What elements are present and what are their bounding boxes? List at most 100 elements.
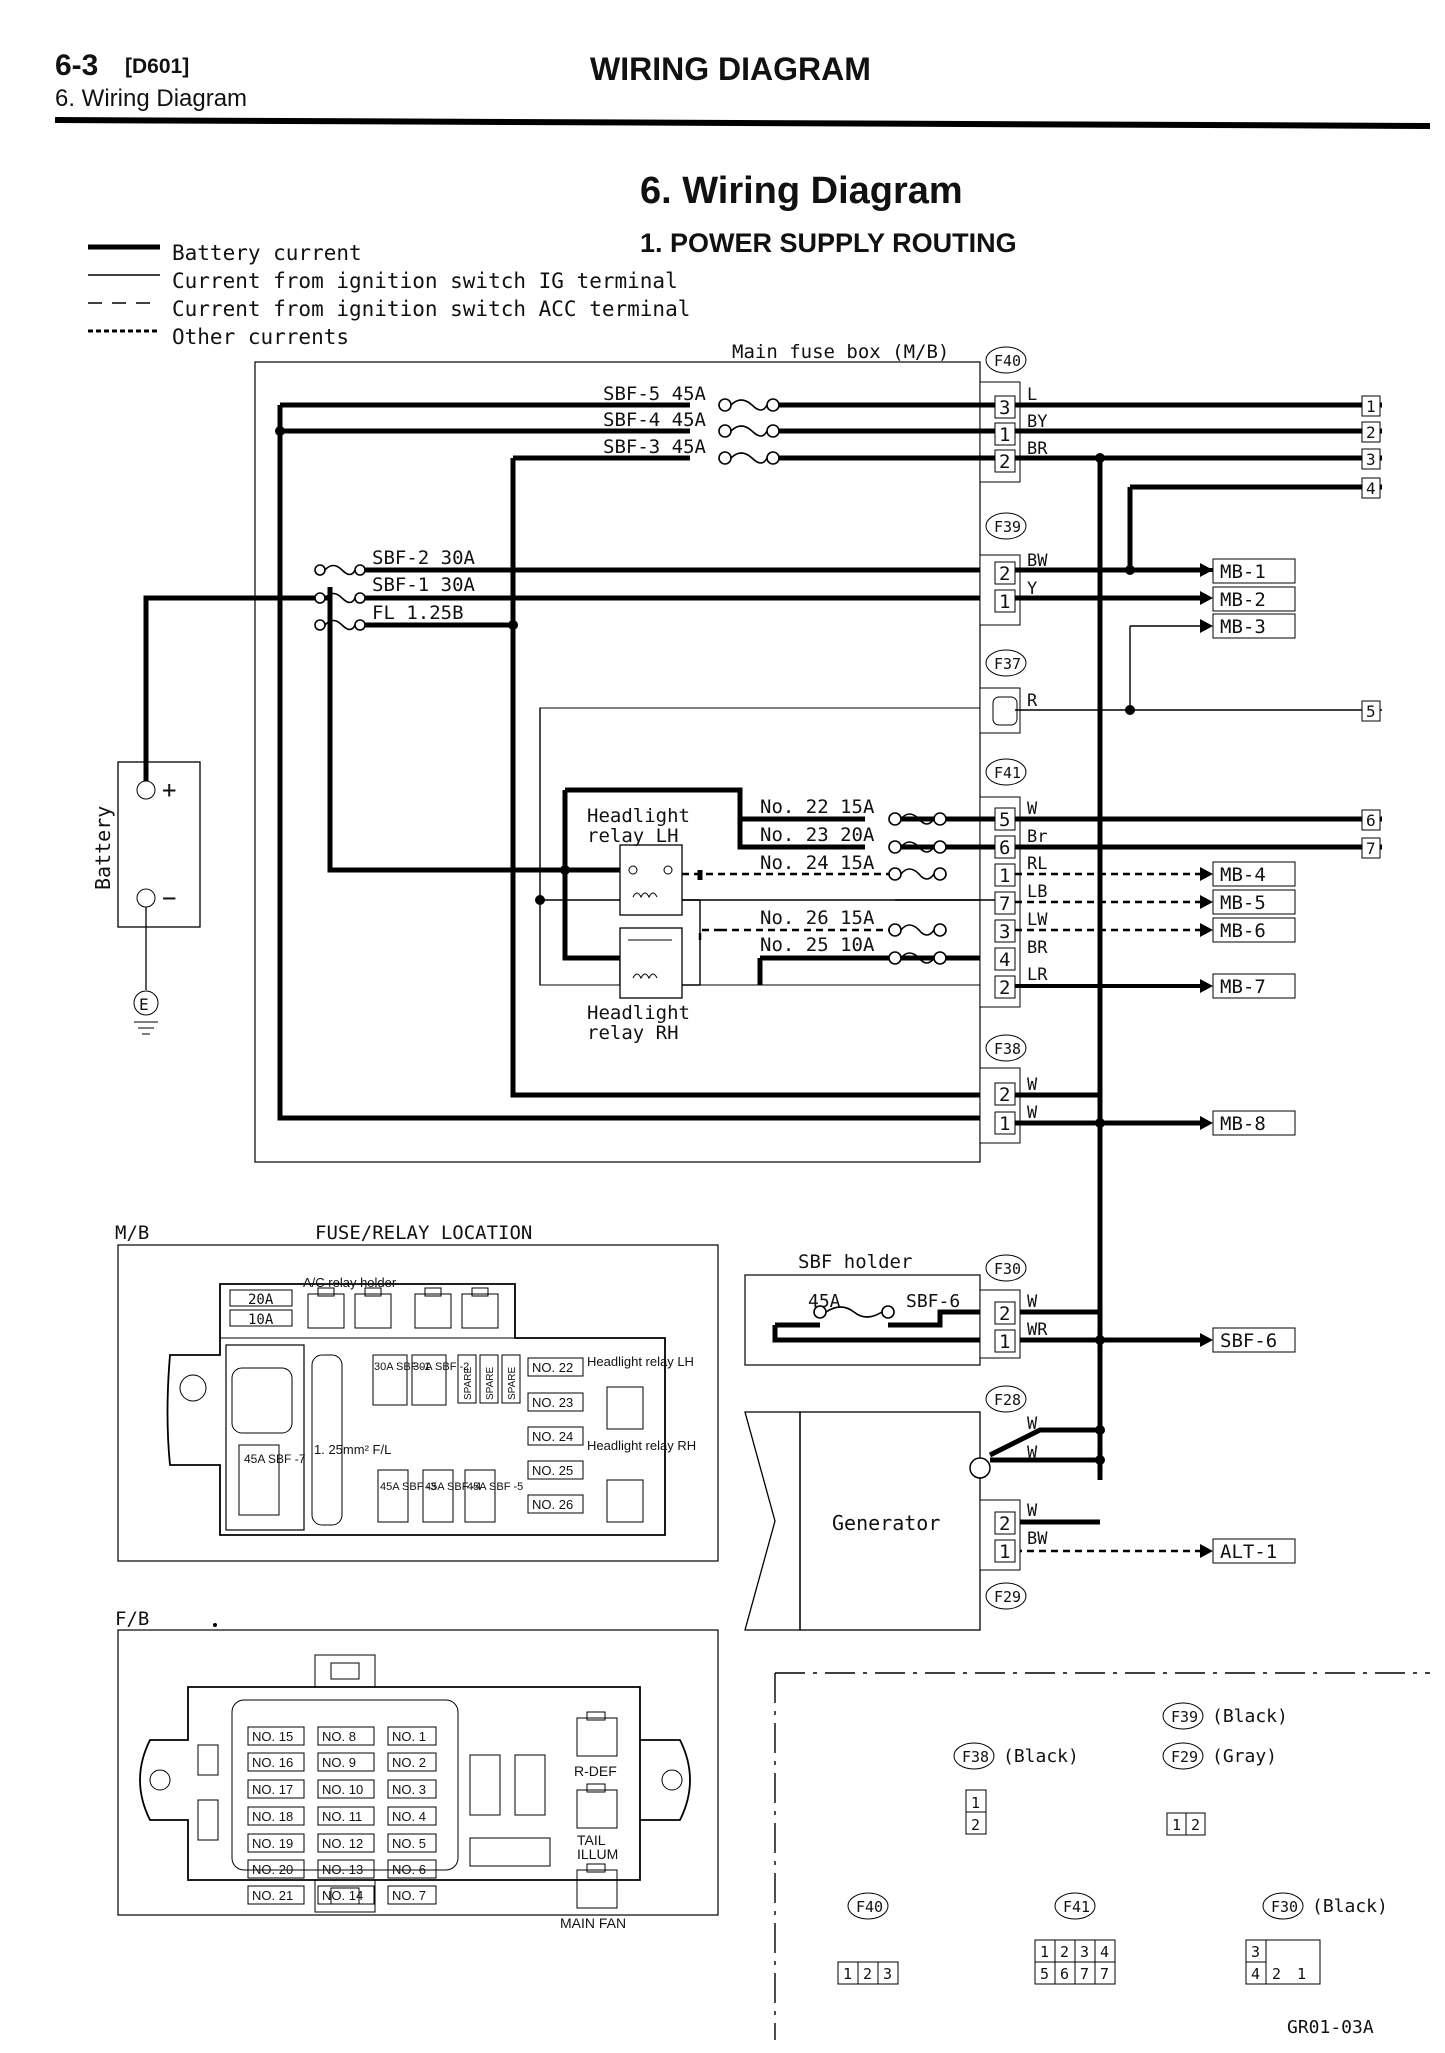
fb-no4: NO. 4 bbox=[392, 1809, 426, 1824]
view-tag-f30: F30 bbox=[1271, 1898, 1298, 1916]
fuse-symbols bbox=[314, 398, 947, 1319]
mb-no25: NO. 25 bbox=[532, 1463, 573, 1478]
wc-f41-lb: LB bbox=[1027, 882, 1047, 902]
battery-positive-terminal bbox=[136, 780, 156, 800]
view-f41-pin5: 5 bbox=[1040, 1965, 1049, 1983]
view-f40-pin2: 2 bbox=[863, 1965, 872, 1983]
fb-no15: NO. 15 bbox=[252, 1729, 293, 1744]
fb-main-fan: MAIN FAN bbox=[560, 1915, 626, 1931]
view-f29-color: (Gray) bbox=[1212, 1746, 1277, 1767]
fb-rdef: R-DEF bbox=[574, 1763, 617, 1779]
view-tag-f38: F38 bbox=[962, 1748, 989, 1766]
terminal-3: 3 bbox=[1366, 450, 1376, 469]
mb-location-title: FUSE/RELAY LOCATION bbox=[315, 1222, 532, 1244]
mb-hl-rh: Headlight relay RH bbox=[587, 1438, 696, 1453]
fb-no19: NO. 19 bbox=[252, 1836, 293, 1851]
tag-f37: F37 bbox=[994, 655, 1021, 673]
mb-fuse-20a: 20A bbox=[248, 1292, 274, 1308]
view-f41-pin3: 3 bbox=[1080, 1943, 1089, 1961]
wc-f29-w: W bbox=[1027, 1501, 1038, 1521]
fb-no13: NO. 13 bbox=[322, 1862, 363, 1877]
output-mb-5: MB-5 bbox=[1220, 892, 1266, 914]
label-no22: No. 22 15A bbox=[760, 796, 875, 818]
fuse-no22 bbox=[888, 812, 947, 826]
view-f39-color: (Black) bbox=[1212, 1706, 1288, 1727]
pin-f30-a: 2 bbox=[999, 1303, 1010, 1325]
label-sbf-4: SBF-4 45A bbox=[603, 409, 707, 431]
sbf-holder-name: SBF-6 bbox=[906, 1291, 960, 1312]
output-mb-2: MB-2 bbox=[1220, 589, 1266, 611]
legend-label-acc: Current from ignition switch ACC termina… bbox=[172, 297, 690, 321]
fb-no9: NO. 9 bbox=[322, 1755, 356, 1770]
fuse-no24 bbox=[888, 867, 947, 881]
relay-rh-line1: Headlight bbox=[587, 1002, 690, 1024]
pin-f40-a: 3 bbox=[999, 397, 1010, 419]
view-f41-pin4: 4 bbox=[1100, 1943, 1109, 1961]
output-sbf-6: SBF-6 bbox=[1220, 1330, 1277, 1352]
fb-location-panel: F/B NO. 15 NO. 16 NO. 17 NO. 18 NO. 19 N… bbox=[115, 1608, 719, 1931]
mb-tag: M/B bbox=[115, 1222, 149, 1244]
mb-sbf2: 30A SBF -2 bbox=[413, 1361, 469, 1373]
fuse-no26 bbox=[888, 923, 947, 937]
pin-f41-f: 4 bbox=[999, 949, 1010, 971]
label-sbf-3: SBF-3 45A bbox=[603, 436, 707, 458]
mb-no22: NO. 22 bbox=[532, 1360, 573, 1375]
wire-color-labels: L BY BR BW Y R W Br RL LB LW BR LR W W W… bbox=[1027, 385, 1048, 1549]
output-alt-1: ALT-1 bbox=[1220, 1541, 1277, 1563]
mb-no24: NO. 24 bbox=[532, 1429, 573, 1444]
connector-tags: F40 F39 F37 F41 F38 F30 F28 F29 bbox=[985, 346, 1027, 1610]
mb-ac-relay: A/C relay holder bbox=[303, 1275, 397, 1290]
pin-f40-c: 2 bbox=[999, 451, 1010, 473]
fb-no18: NO. 18 bbox=[252, 1809, 293, 1824]
view-f41-pin2: 2 bbox=[1060, 1943, 1069, 1961]
wc-f41-lw: LW bbox=[1027, 910, 1048, 930]
pin-f41-d: 7 bbox=[999, 893, 1010, 915]
page-subtitle: 6. Wiring Diagram bbox=[55, 85, 247, 112]
fb-tag: F/B bbox=[115, 1608, 149, 1630]
wc-f41-br2: BR bbox=[1027, 938, 1048, 958]
wc-f40-by: BY bbox=[1027, 412, 1047, 432]
relay-wires bbox=[327, 625, 995, 985]
view-f29-pin1: 1 bbox=[1172, 1816, 1181, 1834]
fuse-sbf-4 bbox=[718, 424, 780, 438]
pin-f41-c: 1 bbox=[999, 865, 1010, 887]
mb-sbf4: 45A SBF -4 bbox=[425, 1481, 481, 1493]
fuse-sbf-3 bbox=[718, 451, 780, 465]
tag-f41: F41 bbox=[994, 764, 1021, 782]
battery-body bbox=[117, 761, 201, 928]
generator-b-terminal bbox=[969, 1457, 991, 1479]
view-f30-pin3: 3 bbox=[1251, 1943, 1260, 1961]
label-no23: No. 23 20A bbox=[760, 824, 875, 846]
wc-gen-w2: W bbox=[1027, 1443, 1038, 1463]
fuse-labels: SBF-5 45A SBF-4 45A SBF-3 45A SBF-2 30A … bbox=[372, 383, 875, 956]
wc-f41-lr: LR bbox=[1027, 965, 1048, 985]
wc-f30-w: W bbox=[1027, 1292, 1038, 1312]
connector-views: F39 (Black) F38 (Black) F29 (Gray) 1 2 1… bbox=[774, 1672, 1430, 2040]
fb-no17: NO. 17 bbox=[252, 1782, 293, 1797]
wc-f39-y: Y bbox=[1027, 579, 1037, 599]
label-sbf-2: SBF-2 30A bbox=[372, 547, 476, 569]
fb-no7: NO. 7 bbox=[392, 1888, 426, 1903]
label-sbf-5: SBF-5 45A bbox=[603, 383, 707, 405]
view-f30-pin1: 1 bbox=[1297, 1965, 1306, 1983]
sbf-holder-title: SBF holder bbox=[798, 1251, 912, 1273]
pin-f41-e: 3 bbox=[999, 921, 1010, 943]
view-f40-pin3: 3 bbox=[883, 1965, 892, 1983]
mb-spare-1: SPARE bbox=[463, 1367, 474, 1400]
pin-f30-b: 1 bbox=[999, 1331, 1010, 1353]
fuse-no23 bbox=[888, 840, 947, 854]
battery-plus: + bbox=[162, 776, 176, 804]
label-no24: No. 24 15A bbox=[760, 852, 875, 874]
tag-f29: F29 bbox=[994, 1588, 1021, 1606]
legend-label-ig: Current from ignition switch IG terminal bbox=[172, 269, 678, 293]
junction-dots bbox=[275, 426, 1135, 1465]
view-tag-f40: F40 bbox=[856, 1898, 883, 1916]
pin-f29-a: 2 bbox=[999, 1513, 1010, 1535]
battery-negative-terminal bbox=[136, 888, 156, 908]
battery-minus: − bbox=[162, 884, 176, 912]
pin-f29-b: 1 bbox=[999, 1541, 1010, 1563]
fb-no11: NO. 11 bbox=[322, 1809, 362, 1824]
pin-f41-a: 5 bbox=[999, 809, 1010, 831]
wc-f39-bw: BW bbox=[1027, 551, 1048, 571]
section-title: 6. Wiring Diagram bbox=[640, 170, 963, 212]
